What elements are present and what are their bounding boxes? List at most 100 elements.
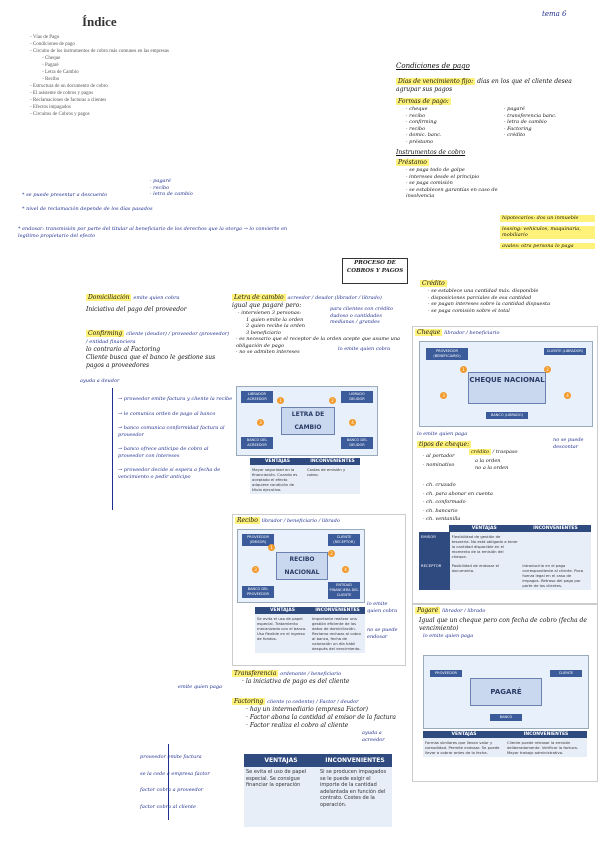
cheque-node-2: BANCO (LIBRADO) [486,412,528,419]
factoring-step: factor cobra al cliente [140,803,196,810]
letra-emite: lo emite quien cobra [338,346,391,352]
letra-node-0: LIBRADOR ACREEDOR [241,391,273,403]
cheque-tipo: · ch. cruzado [423,482,456,488]
avales-note: avales: otra persona lo paga [500,242,595,249]
credito-item: · se establece una cantidad máx. disponi… [428,288,539,294]
instr-heading: Instrumentos de cobro [396,149,466,156]
credito-item: · se pagan intereses sobre la cantidad d… [428,301,551,307]
vencimiento-line: Días de vencimiento fijo: días en los qu… [396,78,596,94]
letra-node-3: BANCO DEL DEUDOR [341,437,373,449]
factoring-item: · hay un intermediario (empresa Factor) [246,706,369,713]
factoring-who: cliente (o cedente) / Factor / deudor [267,699,359,705]
endosar-note: * endosar: transmisión por parte del tit… [18,226,288,239]
confirming-step: → le comunica orden de pago al banco [118,410,216,417]
presentar-note: * se puede presentar a descuento [22,192,108,198]
presentar-item: · pagaré [150,178,171,184]
pagare-node-1: CLIENTE [550,670,582,677]
transferencia-label: Transferencia [232,670,279,677]
confirming-step: → banco ofrece anticipo de cobro al prov… [118,446,209,459]
prestamo-item: · se establecen garantías en caso de ins… [406,186,498,200]
forma-item: · recibo [406,112,426,119]
toc-item[interactable]: - Estructura de un documento de cobro [30,84,108,89]
step-marker: 2 [329,397,336,404]
toc-item[interactable]: - Efectos impagados [30,105,71,110]
cheque-row1-label: EMISOR [419,532,450,561]
toc-item[interactable]: ◦ Pagaré [42,63,59,68]
factoring-label: Factoring [232,698,266,705]
letra-personas-label: · intervienen 3 personas: [238,310,302,316]
toc-title: Índice [82,14,117,29]
recibo-diagram: PROVEEDOR (EMISOR) CLIENTE (RECEPTOR) BA… [237,529,365,603]
toc-item[interactable]: - Vías de Pago [30,35,60,40]
letra-ventajas-head: VENTAJAS [250,458,305,465]
credito-item: · disposiciones parciales de esa cantida… [428,294,532,301]
domiciliacion-who: emite quien cobra [133,295,180,301]
forma-item: · transferencia banc. [504,112,557,119]
cheque-row2-v: Posibilidad de endosar el documento. [451,563,500,573]
pagare-center: PAGARÉ [470,678,542,706]
forma-item: · Factoring [504,125,532,132]
reclamacion-note: * nivel de reclamación depende de los dí… [22,206,153,212]
factoring-inconv-head: INCONVENIENTES [318,754,392,767]
formas-columns: · cheque· recibo· confirming· recibo· do… [396,106,596,145]
letra-node-1: LIBRADO DEUDOR [341,391,373,403]
pagare-section: Pagaré librador / librado Igual que un c… [412,604,598,782]
credito-list: · se establece una cantidad máx. disponi… [420,288,596,314]
factoring-items: · hay un intermediario (empresa Factor)·… [232,706,410,730]
toc-item[interactable]: - Circuitos de Cobros y pagos [30,112,90,117]
pagare-diagram: PROVEEDOR CLIENTE BANCO PAGARÉ [423,655,589,729]
pagare-node-0: PROVEEDOR [430,670,462,677]
confirming-step: → banco comunica conformidad factura al … [118,425,225,438]
recibo-center: RECIBO NACIONAL [276,552,328,580]
prestamo-label: Préstamo [396,159,429,166]
domiciliacion-text: Iniciativa del pago del proveedor [86,306,187,313]
transferencia-section: Transferencia ordenante / beneficiario ·… [232,670,410,686]
transferencia-who: ordenante / beneficiario [280,671,342,677]
garantias-notes: hipotecarios: dos un inmueble leasing: v… [500,215,595,249]
recibo-node-2: BANCO DEL PROVEEDOR [242,586,274,598]
step-marker: 3 [440,392,447,399]
factoring-step: se la cede a empresa factor [140,770,210,777]
cheque-who: librador / beneficiario [444,330,500,336]
recibo-section: Recibo librador / beneficiario / librado… [232,514,406,666]
toc-item[interactable]: - Circuito de los instrumentos de cobro … [30,49,169,54]
recibo-node-3: ENTIDAD FINANCIERA DEL CLIENTE [328,582,360,599]
pagare-emite: lo emite quien paga [423,633,474,639]
toc-item[interactable]: ◦ Recibo [42,77,60,82]
hipotecarios-note: hipotecarios: dos un inmueble [500,215,595,222]
table-of-contents: - Vías de Pago - Condiciones de pago - Cir… [30,34,180,118]
domiciliacion-label: Domiciliación [86,294,132,301]
factoring-item: · Factor abona la cantidad al emisor de … [246,714,396,721]
letra-no-intereses: · no se admiten intereses [236,349,300,355]
toc-item[interactable]: - Condiciones de pago [30,42,75,47]
presentar-list: · pagaré· recibo· letra de cambio [150,178,210,198]
toc-item[interactable]: ◦ Letra de Cambio [42,70,79,75]
factoring-ayuda: ayuda a acreedor [362,730,385,743]
toc-item[interactable]: ◦ Cheque [42,56,61,61]
conditions-section: Condiciones de pago Días de vencimiento … [396,62,596,200]
factoring-arrow [168,744,169,820]
prestamo-item: · intereses desde el principio [406,173,480,180]
forma-item: · préstamo [406,138,434,145]
page-tag: tema 6 [542,10,567,18]
letra-inconv-head: INCONVENIENTES [305,458,360,465]
leasing-note: leasing: vehículos, maquinaria, mobiliar… [500,225,595,239]
formas-right-list: · pagaré· transferencia banc.· letra de … [496,106,594,145]
pagare-inconv: Cliente puede retrasar la emisión delibe… [507,740,579,755]
toc-item[interactable]: - Reclamaciones de facturas a clientes [30,98,107,103]
pagare-label: Pagaré [415,607,441,614]
cheque-inconv-head: INCONVENIENTES [519,525,592,532]
step-marker: 4 [564,392,571,399]
cheque-row2-label: RECEPTOR [419,561,450,590]
toc-item[interactable]: - El asistente de cobros y pagos [30,91,94,96]
prestamo-item: · se paga comisión [406,180,453,186]
step-marker: 4 [342,566,349,573]
letra-label: Letra de cambio [232,294,286,301]
pagare-ventajas: Formas similares que llevan valor y como… [425,740,500,755]
step-marker: 3 [252,566,259,573]
